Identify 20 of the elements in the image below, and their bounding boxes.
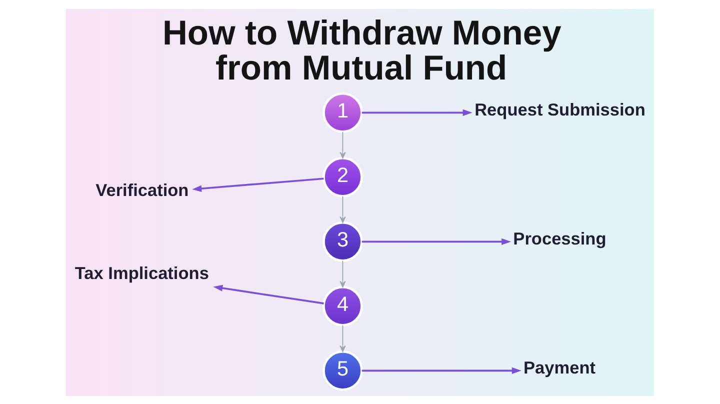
arrow xyxy=(192,177,324,192)
node-circle: 3 xyxy=(322,221,363,262)
node-circle: 4 xyxy=(322,286,363,326)
arrow xyxy=(362,238,512,244)
arrow xyxy=(340,195,346,222)
node-text: Tax Implications xyxy=(74,262,209,283)
arrow xyxy=(340,260,346,287)
arrow xyxy=(362,366,522,374)
node-text: Request Submission xyxy=(474,99,646,120)
arrow xyxy=(362,108,472,116)
node-circle: 5 xyxy=(322,350,363,390)
node-circle: 1 xyxy=(322,92,363,132)
node-text: Payment xyxy=(524,357,596,378)
arrow xyxy=(213,284,324,304)
arrow xyxy=(340,324,346,352)
diagram-title: How to Withdraw Money from Mutual Fund xyxy=(162,14,562,87)
node-circle: 2 xyxy=(322,156,363,197)
arrow xyxy=(340,130,346,158)
node-text: Verification xyxy=(96,180,189,200)
node-text: Processing xyxy=(513,228,606,248)
